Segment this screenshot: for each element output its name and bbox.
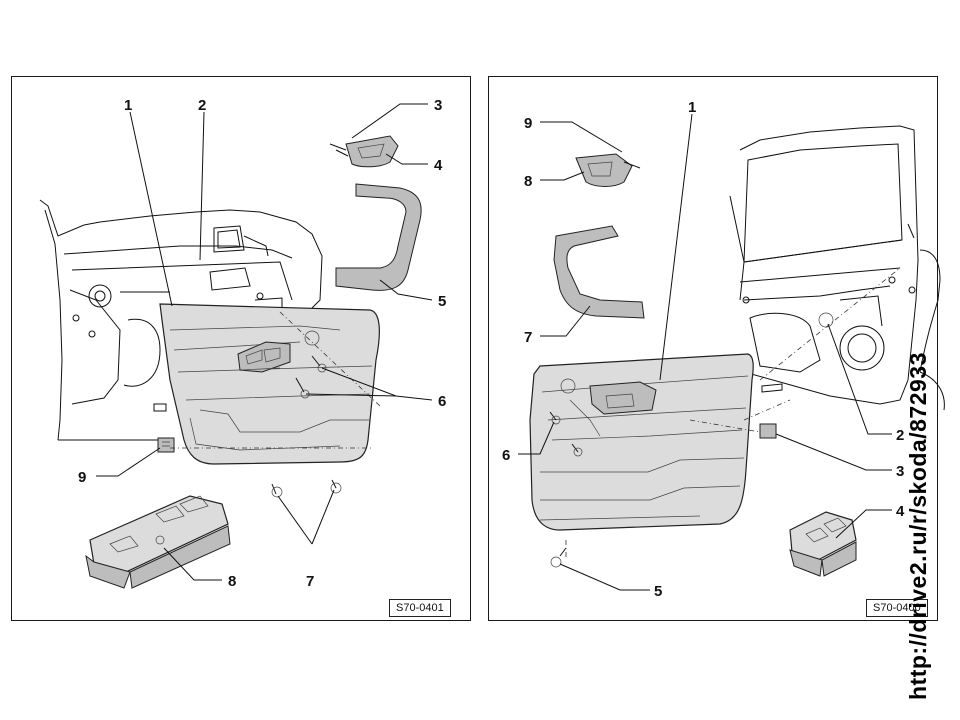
right-screws <box>549 312 834 568</box>
left-grab-handle <box>335 183 422 291</box>
right-callout-3: 3 <box>896 463 904 480</box>
right-handle-bezel <box>575 153 641 187</box>
left-align-line <box>279 311 381 407</box>
right-callout-2: 2 <box>896 427 904 444</box>
left-callout-7: 7 <box>306 573 314 590</box>
left-callout-3: 3 <box>434 97 442 114</box>
left-callout-5: 5 <box>438 293 446 310</box>
left-callout-8: 8 <box>228 573 236 590</box>
left-callout-4: 4 <box>434 157 443 174</box>
right-clip <box>759 423 777 439</box>
left-callout-9: 9 <box>78 469 86 486</box>
left-figure-code: S70-0401 <box>389 599 451 617</box>
left-mirror <box>213 225 269 257</box>
right-fit-line-2 <box>759 267 901 381</box>
left-callout-6: 6 <box>438 393 446 410</box>
right-callout-9: 9 <box>524 115 532 132</box>
right-callout-6: 6 <box>502 447 510 464</box>
left-callout-1: 1 <box>124 97 132 114</box>
right-callout-8: 8 <box>524 173 532 190</box>
left-handle-bezel <box>329 135 399 168</box>
right-callout-5: 5 <box>654 583 662 600</box>
right-figure-code: S70-0400 <box>866 599 928 617</box>
left-leader-lines <box>96 103 433 581</box>
right-door-trim-panel <box>529 353 754 531</box>
left-door-trim-panel <box>159 303 380 465</box>
right-leader-lines <box>518 113 892 591</box>
left-door-frame <box>39 199 323 441</box>
left-clip <box>157 437 175 453</box>
right-fit-line-4 <box>743 399 791 421</box>
watermark-url: http://drive2.ru/r/skoda/872933 <box>905 352 931 700</box>
right-callout-7: 7 <box>524 329 532 346</box>
right-callout-4: 4 <box>896 503 905 520</box>
right-grab-handle <box>553 225 645 319</box>
left-window-switch <box>85 495 231 589</box>
left-callout-2: 2 <box>198 97 206 114</box>
right-window-switch <box>789 511 857 577</box>
right-callout-1: 1 <box>688 99 696 116</box>
